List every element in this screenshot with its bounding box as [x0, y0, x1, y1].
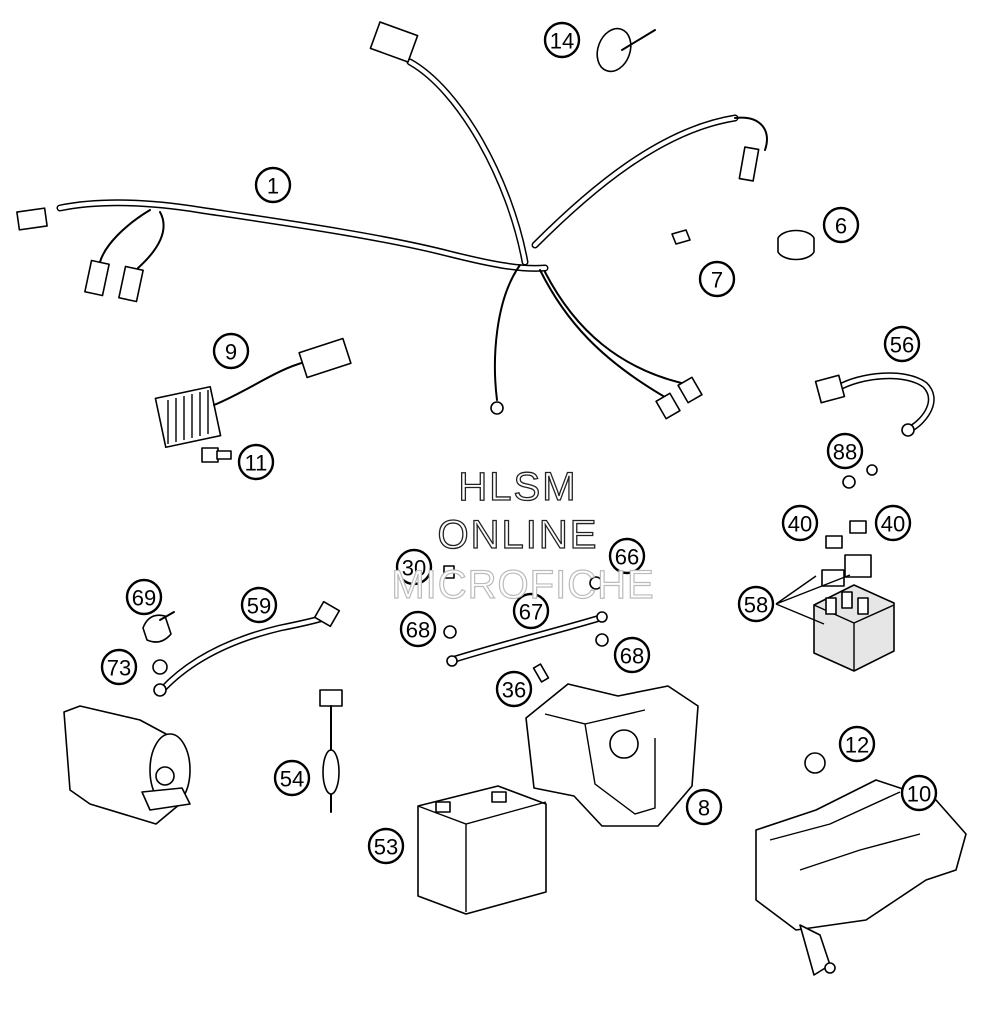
nut-73[interactable]: [152, 659, 168, 675]
callout-number: 67: [519, 600, 543, 625]
screw-11[interactable]: [201, 447, 232, 463]
callout-36: 36: [495, 670, 533, 708]
callout-6: 6: [822, 206, 860, 244]
callout-58: 58: [737, 585, 775, 623]
callout-88: 88: [826, 432, 864, 470]
callout-9: 9: [212, 332, 250, 370]
callout-69: 69: [125, 578, 163, 616]
callout-leaders: [775, 574, 851, 625]
callout-14: 14: [543, 21, 581, 59]
callout-66: 66: [608, 537, 646, 575]
watermark-line-1: HLSM: [458, 465, 577, 509]
callout-number: 69: [132, 586, 156, 611]
nut-12[interactable]: [804, 752, 826, 774]
callout-number: 30: [402, 556, 426, 581]
callout-number: 68: [406, 618, 430, 643]
callout-number: 56: [890, 333, 914, 358]
callout-12: 12: [838, 725, 876, 763]
callout-number: 7: [711, 268, 723, 293]
callout-number: 1: [267, 174, 279, 199]
battery-holder[interactable]: [525, 683, 699, 827]
cable-59[interactable]: [153, 600, 341, 697]
cable-tie[interactable]: [591, 24, 656, 76]
cap-69[interactable]: [142, 611, 175, 643]
callout-number: 73: [107, 656, 131, 681]
callout-number: 6: [835, 214, 847, 239]
fuse-40[interactable]: [825, 520, 867, 549]
callout-number: 12: [845, 733, 869, 758]
callout-number: 40: [788, 512, 812, 537]
callout-number: 11: [245, 451, 268, 476]
callout-number: 53: [374, 835, 398, 860]
callout-59: 59: [240, 586, 278, 624]
callout-10: 10: [900, 774, 938, 812]
callout-number: 14: [550, 29, 574, 54]
callout-56: 56: [883, 325, 921, 363]
nut-66[interactable]: [589, 576, 603, 590]
callout-54: 54: [273, 759, 311, 797]
screw-36[interactable]: [532, 663, 550, 683]
clip[interactable]: [671, 229, 691, 245]
callout-number: 36: [502, 678, 526, 703]
wiring-harness[interactable]: [16, 21, 768, 420]
callout-number: 68: [620, 644, 644, 669]
callout-number: 66: [615, 545, 639, 570]
starter-relay[interactable]: [813, 554, 895, 672]
callout-1: 1: [254, 166, 292, 204]
holder[interactable]: [777, 229, 815, 261]
callout-number: 88: [833, 440, 857, 465]
callout-53: 53: [367, 827, 405, 865]
callout-68-right: 68: [613, 636, 651, 674]
callout-40-right: 40: [874, 504, 912, 542]
battery[interactable]: [417, 785, 547, 915]
callout-68-left: 68: [399, 610, 437, 648]
screw-30[interactable]: [443, 565, 455, 579]
watermark-line-2: ONLINE: [438, 513, 599, 557]
callout-number: 58: [744, 593, 768, 618]
watermark-line-3: MICROFICHE: [391, 563, 654, 607]
fuse-holder[interactable]: [319, 689, 343, 813]
callout-11: 11: [237, 443, 275, 481]
callout-number: 9: [225, 340, 237, 365]
callout-40-left: 40: [781, 504, 819, 542]
cable-67[interactable]: [446, 611, 608, 667]
callout-67: 67: [512, 592, 550, 630]
callout-number: 10: [907, 782, 931, 807]
callout-number: 54: [280, 767, 304, 792]
nut-68-right[interactable]: [595, 633, 609, 647]
nut-68-left[interactable]: [443, 625, 457, 639]
starter-motor[interactable]: [63, 705, 191, 825]
bracket-10[interactable]: [755, 779, 967, 976]
callout-7: 7: [698, 260, 736, 298]
voltage-regulator[interactable]: [154, 337, 352, 449]
callout-30: 30: [395, 548, 433, 586]
callout-number: 8: [698, 796, 710, 821]
callout-number: 59: [247, 594, 271, 619]
callout-73: 73: [100, 648, 138, 686]
callout-number: 40: [881, 512, 905, 537]
callout-8: 8: [685, 788, 723, 826]
watermark: HLSM ONLINE MICROFICHE: [391, 464, 655, 607]
nut-88[interactable]: [842, 464, 878, 489]
cable-56[interactable]: [814, 372, 935, 437]
